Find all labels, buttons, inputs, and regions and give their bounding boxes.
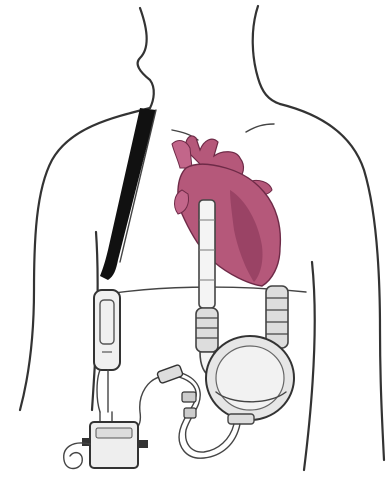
right-collarbone [246,124,274,132]
battery-pack [94,290,120,412]
heart [172,136,280,286]
driveline-connector [157,364,196,418]
outflow-connector [196,308,218,352]
neck-right [253,6,280,104]
controller-cable-loop [64,443,90,469]
right-torso [304,262,315,470]
strap-band [100,108,156,280]
vad-pump [206,336,294,424]
shoulder-strap [100,108,156,280]
right-shoulder-arm [280,104,384,460]
neck-left [138,8,154,108]
controller [64,412,148,469]
inflow-cannula [266,286,288,348]
battery-cable [97,370,108,412]
